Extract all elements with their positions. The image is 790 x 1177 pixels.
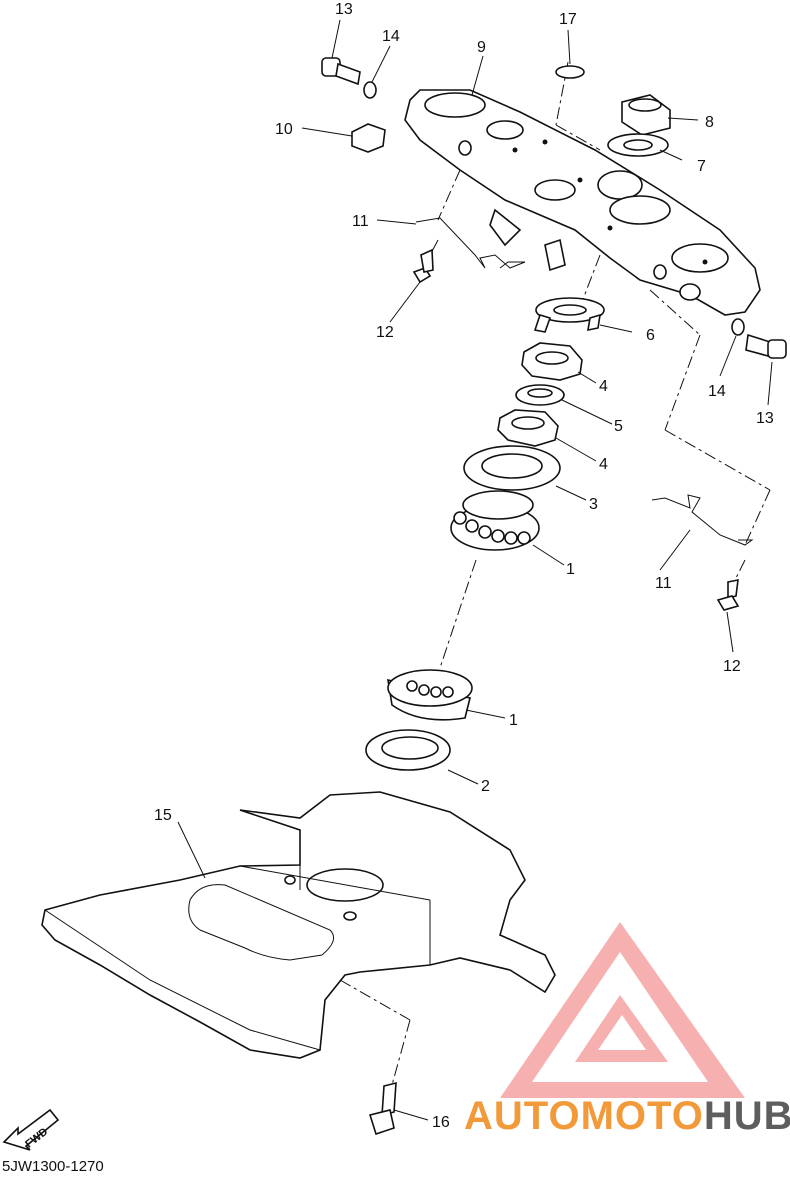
- bearing-cover: [463, 445, 561, 491]
- watermark-hub: HUB: [703, 1094, 790, 1138]
- watermark-auto: AUTO: [464, 1094, 581, 1138]
- ring-nut-lower: [497, 409, 559, 447]
- callout-13-right: 13: [756, 410, 774, 427]
- clip-right: [651, 494, 754, 546]
- cap: [555, 65, 585, 79]
- callout-5: 5: [614, 418, 623, 435]
- watermark-text: AUTOMOTOHUB: [464, 1094, 790, 1139]
- seal: [365, 729, 451, 771]
- callout-14-top-left: 14: [382, 28, 400, 45]
- bearing-lower: [387, 669, 473, 721]
- clip-left: [415, 217, 526, 269]
- callout-14-right: 14: [708, 383, 726, 400]
- bearing-upper: [450, 490, 540, 551]
- callout-3: 3: [589, 496, 598, 513]
- callout-9: 9: [477, 39, 486, 56]
- callout-4-lower: 4: [599, 456, 608, 473]
- callout-12-left: 12: [376, 324, 394, 341]
- nut-top: [621, 94, 671, 136]
- under-bracket: [41, 791, 556, 1059]
- washer-right: [731, 318, 745, 336]
- callout-2: 2: [481, 778, 490, 795]
- assembly-axis-lines: [339, 61, 771, 1086]
- ring-nut-upper: [521, 342, 583, 381]
- washer-top-left: [363, 81, 377, 99]
- callout-10: 10: [275, 121, 293, 138]
- callout-labels: 13 14 9 17 8 7 10 11 12 6 4 5 4 3 1 14 1…: [154, 1, 774, 1131]
- screw-right: [716, 578, 740, 611]
- diagram-code: 5JW1300-1270: [2, 1158, 104, 1175]
- upper-bracket: [404, 89, 761, 316]
- screw-left: [412, 248, 434, 284]
- callout-16: 16: [432, 1114, 450, 1131]
- callout-4-upper: 4: [599, 378, 608, 395]
- lock-washer: [533, 297, 605, 333]
- callout-15: 15: [154, 807, 172, 824]
- watermark-moto: MOTO: [580, 1094, 704, 1138]
- callout-12-right: 12: [723, 658, 741, 675]
- bolt-bottom: [368, 1081, 397, 1136]
- callout-8: 8: [705, 114, 714, 131]
- callout-11-left: 11: [352, 213, 369, 230]
- callout-6: 6: [646, 327, 655, 344]
- callout-7: 7: [697, 158, 706, 175]
- callout-1-upper: 1: [566, 561, 575, 578]
- watermark-logo: [500, 922, 745, 1098]
- fwd-arrow-icon: [2, 1108, 60, 1151]
- bolt-right: [745, 333, 787, 359]
- bolt-top-left: [321, 57, 361, 86]
- rubber-washer: [515, 384, 565, 406]
- callout-13-top-left: 13: [335, 1, 353, 18]
- damper: [351, 123, 386, 153]
- callout-1-lower: 1: [509, 712, 518, 729]
- callout-11-right: 11: [655, 575, 672, 592]
- leader-lines: [177, 19, 773, 1121]
- callout-17: 17: [559, 11, 577, 28]
